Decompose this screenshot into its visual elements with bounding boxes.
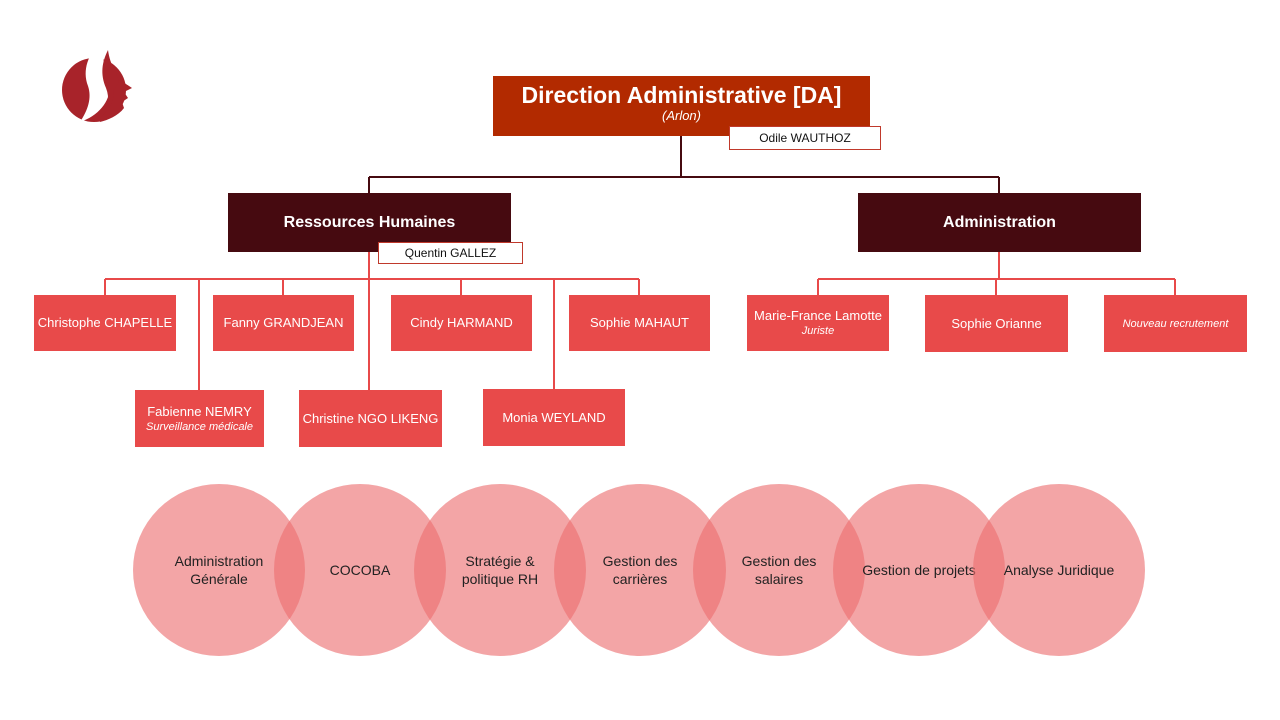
person-name: Monia WEYLAND [502,409,606,425]
person-name: Marie-France Lamotte [754,308,882,323]
person-role: Surveillance médicale [146,420,253,433]
department-admin-title: Administration [943,213,1056,231]
department-rh-head-tag: Quentin GALLEZ [378,242,523,264]
person-box: Sophie Orianne [925,295,1068,352]
person-name: Fabienne NEMRY [147,403,252,419]
domain-label: Administration Générale [174,553,264,587]
person-box: Christine NGO LIKENG [299,390,442,447]
domain-label: Gestion des carrières [602,553,678,587]
person-box: Cindy HARMAND [391,295,532,351]
person-name: Nouveau recrutement [1122,317,1229,330]
person-box: Marie-France Lamotte Juriste [747,295,889,351]
domain-label: COCOBA [329,562,391,578]
person-name: Christine NGO LIKENG [302,410,439,426]
rh-connectors [104,252,640,390]
direction-box: Direction Administrative [DA] (Arlon) [493,76,870,136]
person-box: Fanny GRANDJEAN [213,295,354,351]
domain-label: Gestion de projets [862,562,976,578]
direction-location: (Arlon) [661,108,701,123]
person-box: Monia WEYLAND [483,389,625,446]
direction-head-tag: Odile WAUTHOZ [729,126,881,150]
domain-label: Stratégie & politique RH [461,553,539,587]
person-box: Nouveau recrutement [1104,295,1247,352]
direction-connectors [368,136,1000,193]
department-admin-box: Administration [858,193,1141,252]
person-name: Christophe CHAPELLE [37,315,173,330]
flame-profile-logo-icon [62,40,132,122]
person-name: Fanny GRANDJEAN [223,315,344,330]
domain-label: Gestion des salaires [741,553,817,587]
person-box: Christophe CHAPELLE [34,295,176,351]
domain-circle: Gestion de projets [833,484,1005,656]
admin-connectors [817,252,1176,295]
domain-circle: Analyse Juridique [973,484,1145,656]
person-name: Cindy HARMAND [410,315,513,330]
person-box: Fabienne NEMRY Surveillance médicale [135,390,264,447]
domain-label: Analyse Juridique [1003,562,1115,578]
person-name: Sophie MAHAUT [590,315,689,330]
person-role: Juriste [801,325,835,337]
person-name: Sophie Orianne [951,315,1042,331]
direction-title: Direction Administrative [DA] [521,82,842,108]
department-rh-title: Ressources Humaines [283,213,456,231]
person-box: Sophie MAHAUT [569,295,710,351]
